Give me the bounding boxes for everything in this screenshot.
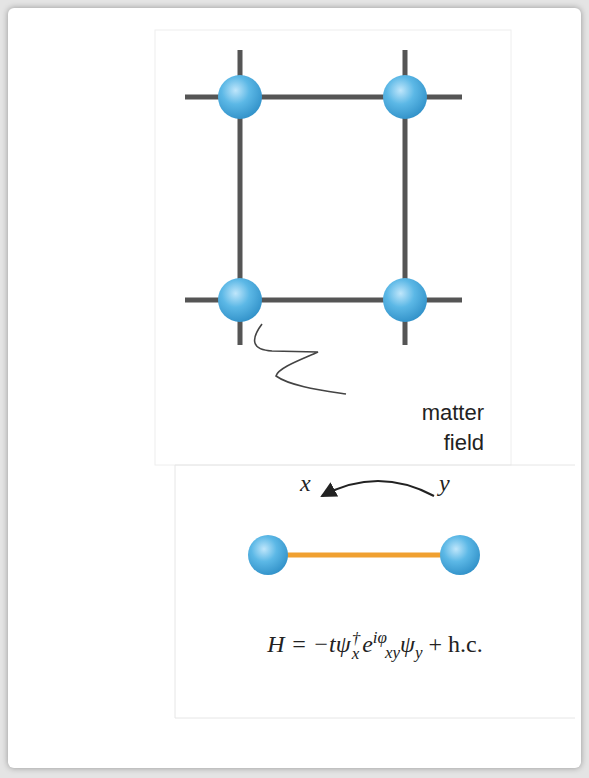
lattice-lines [185,50,462,345]
formula-part: e [362,631,373,657]
formula-subscript: y [415,643,423,662]
matter-label: matter field [392,398,484,458]
formula-part: + h.c. [428,631,482,657]
formula-subscript: x [352,646,361,661]
formula-part: ψ [400,631,415,657]
panel-frame [175,465,575,718]
lattice-sites [218,75,427,322]
link-line [286,553,442,558]
formula-subscript: xy [385,643,400,662]
hamiltonian-formula: H = −tψ†xeiφxyψy + h.c. [160,628,589,663]
formula-superscript: † [352,631,361,646]
site-x [248,535,288,575]
hop-arrow [322,481,434,496]
image-frame [155,30,511,465]
site-label: x [300,470,311,497]
formula-superscript: iφ [373,628,387,647]
site-y [440,535,480,575]
formula-indices: †x [352,631,361,661]
squiggle-leader [255,324,346,394]
formula-part: H = −tψ [267,631,350,657]
site-label: y [439,470,450,497]
